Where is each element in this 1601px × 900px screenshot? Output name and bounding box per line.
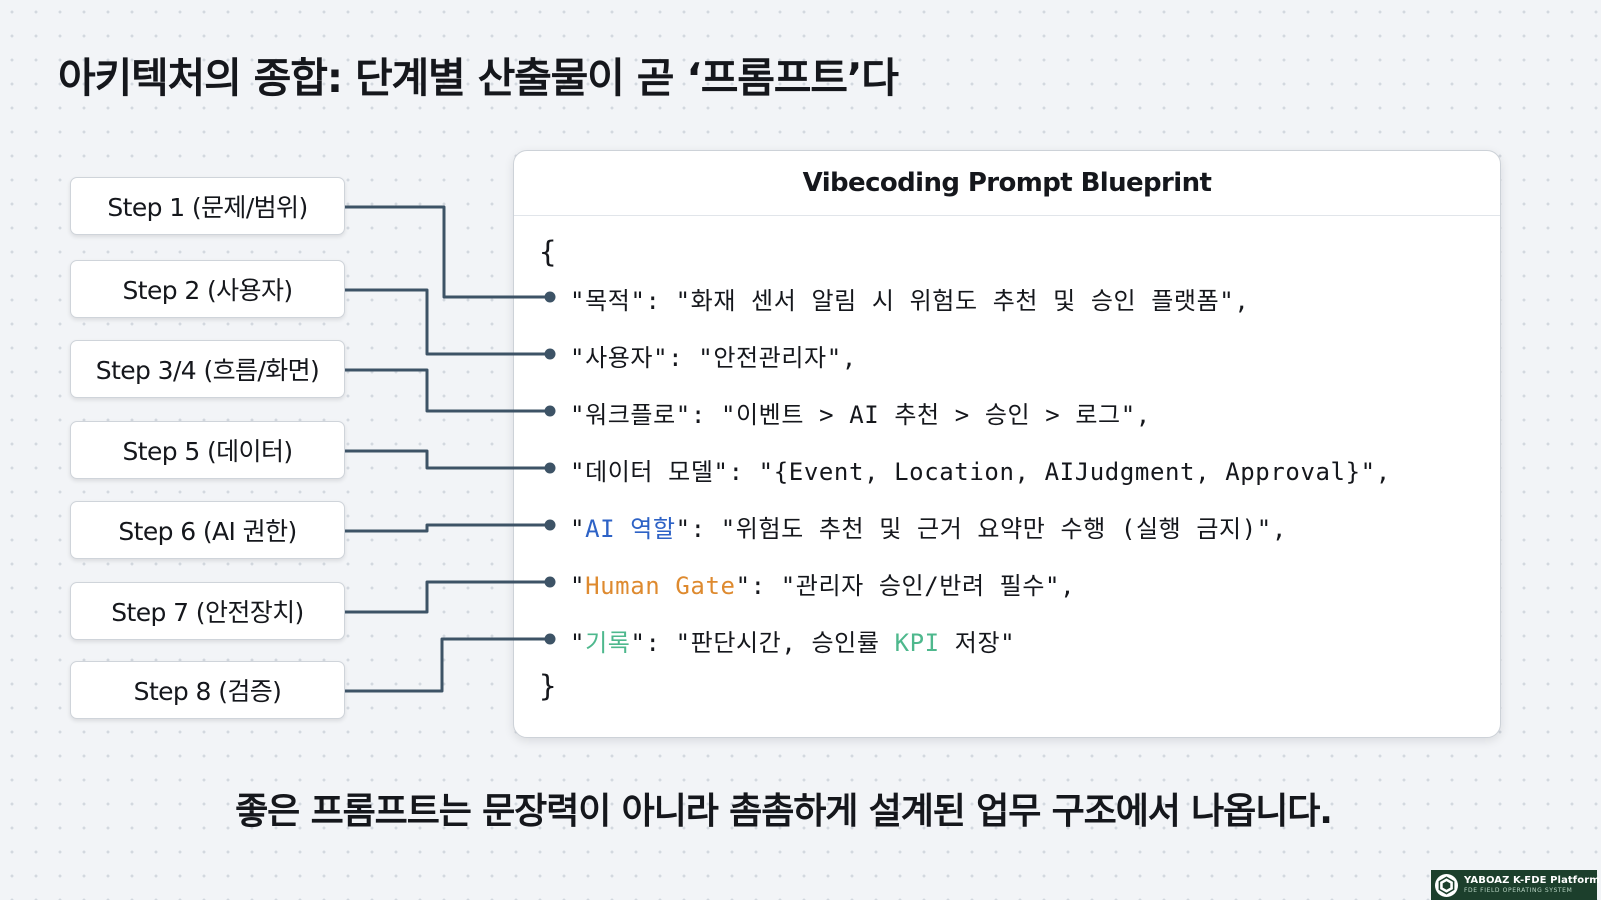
connector-dot [544,405,556,417]
page-title: 아키텍처의 종합: 단계별 산출물이 곧 ‘프롬프트’다 [58,54,899,102]
step-label: Step 3/4 (흐름/화면) [95,356,320,385]
step-label: Step 1 (문제/범위) [107,193,308,222]
brand-name: YABOAZ K-FDE Platform [1464,875,1600,886]
step-box-5: Step 5 (데이터) [70,421,345,479]
connector-dot [544,576,556,588]
blueprint-line-purpose: "목적": "화재 센서 알림 시 위험도 추천 및 승인 플랫폼", [570,287,1250,315]
line-key: 사용자 [585,344,654,372]
connector-dot [544,348,556,360]
line-key: 목적 [585,287,631,315]
step-box-6: Step 6 (AI 권한) [70,501,345,559]
connector-step-1 [345,205,550,299]
step-box-7: Step 7 (안전장치) [70,582,345,640]
brand-logo-icon [1435,873,1458,897]
connector-dot [544,519,556,531]
step-label: Step 2 (사용자) [122,276,293,305]
blueprint-line-workflow: "워크플로": "이벤트 > AI 추천 > 승인 > 로그", [570,401,1151,429]
step-label: Step 5 (데이터) [122,437,293,466]
blueprint-line-ai-role: "AI 역할": "위험도 추천 및 근거 요약만 수행 (실행 금지)", [570,515,1287,543]
connector-dot [544,633,556,645]
connector-dot [544,291,556,303]
step-box-8: Step 8 (검증) [70,661,345,719]
brand-badge: YABOAZ K-FDE Platform FDE FIELD OPERATIN… [1431,870,1600,900]
step-box-2: Step 2 (사용자) [70,260,345,318]
line-value: 저장" [939,629,1016,657]
connector-step-6 [345,523,550,533]
blueprint-line-human-gate: "Human Gate": "관리자 승인/반려 필수", [570,572,1076,600]
line-key: AI 역할 [585,515,676,543]
close-brace: } [539,669,557,703]
line-value: "화재 센서 알림 시 위험도 추천 및 승인 플랫폼", [675,287,1250,315]
blueprint-line-record: "기록": "판단시간, 승인률 KPI 저장" [570,629,1016,657]
kpi-highlight: KPI [894,629,940,657]
connector-step-3-4 [345,368,550,413]
line-key: Human Gate [585,572,736,600]
connector-step-5 [345,449,550,470]
line-value: "판단시간, 승인률 [675,629,895,657]
line-value: "{Event, Location, AIJudgment, Approval}… [758,458,1391,486]
blueprint-card: Vibecoding Prompt Blueprint { "목적": "화재 … [513,150,1501,738]
brand-subtitle: FDE FIELD OPERATING SYSTEM [1464,887,1573,894]
open-brace: { [539,235,557,269]
step-box-1: Step 1 (문제/범위) [70,177,345,235]
step-label: Step 7 (안전장치) [111,598,304,627]
step-label: Step 6 (AI 권한) [118,517,297,546]
connector-step-2 [345,288,550,356]
connector-step-8 [345,637,550,693]
blueprint-line-data-model: "데이터 모델": "{Event, Location, AIJudgment,… [570,458,1391,486]
connector-dot [544,462,556,474]
connector-step-7 [345,580,550,614]
line-value: "위험도 추천 및 근거 요약만 수행 (실행 금지)", [720,515,1287,543]
blueprint-line-user: "사용자": "안전관리자", [570,344,857,372]
step-label: Step 8 (검증) [133,677,282,706]
blueprint-title: Vibecoding Prompt Blueprint [514,151,1500,216]
bottom-caption: 좋은 프롬프트는 문장력이 아니라 촘촘하게 설계된 업무 구조에서 나옵니다. [235,791,1333,832]
step-box-3-4: Step 3/4 (흐름/화면) [70,340,345,398]
line-key: 워크플로 [585,401,676,429]
line-value: "이벤트 > AI 추천 > 승인 > 로그", [720,401,1151,429]
line-key: 데이터 모델 [585,458,714,486]
line-value: "관리자 승인/반려 필수", [780,572,1076,600]
line-value: "안전관리자", [698,344,857,372]
line-key: 기록 [585,629,631,657]
